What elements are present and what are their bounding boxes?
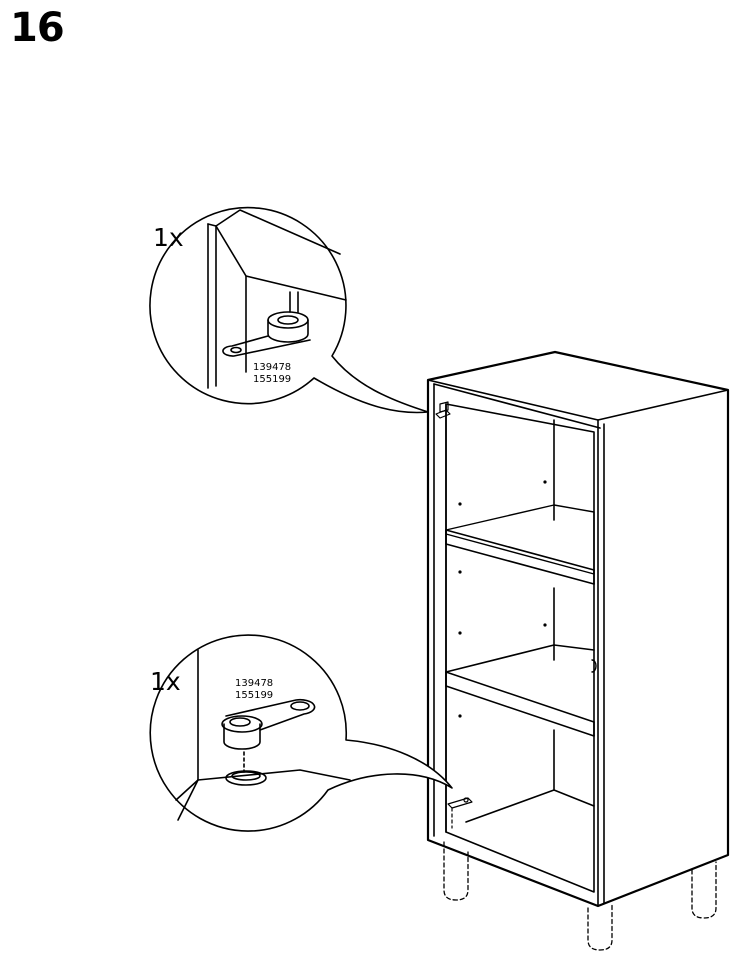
step-number: 16 bbox=[10, 5, 65, 51]
callout-bottom-part-number-1: 139478 bbox=[235, 678, 273, 689]
callout-top-bubble bbox=[149, 206, 429, 414]
callout-top-part-number-2: 155199 bbox=[253, 374, 291, 385]
shelf-upper bbox=[445, 504, 595, 585]
callout-bottom: 1x 139478 155199 bbox=[149, 634, 453, 832]
hinge-plate-top bbox=[435, 401, 451, 419]
callout-top: 1x 139478 155199 bbox=[149, 206, 429, 414]
callout-bottom-part-number-2: 155199 bbox=[235, 690, 273, 701]
callout-top-quantity: 1x bbox=[153, 223, 184, 252]
shelf-lower bbox=[445, 644, 595, 737]
callout-top-part-number-1: 139478 bbox=[253, 362, 291, 373]
callout-bottom-bubble bbox=[149, 634, 453, 832]
hinge-plate-bottom bbox=[447, 797, 473, 829]
callout-bottom-quantity: 1x bbox=[150, 667, 181, 696]
cabinet-outline bbox=[426, 350, 730, 908]
cabinet bbox=[426, 350, 730, 908]
cabinet-legs bbox=[443, 841, 717, 951]
